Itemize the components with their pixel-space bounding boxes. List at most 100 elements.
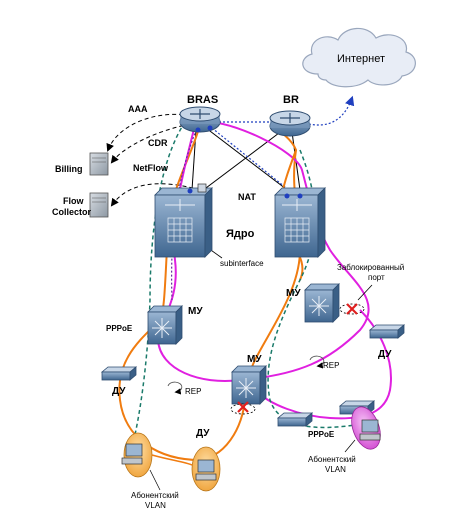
flow-collector-label-1: Flow [63,196,84,206]
blocked-port-pointer [357,284,373,301]
rep-loop-icon [309,355,325,369]
du-left-body [101,371,131,381]
du-br-body [277,417,307,427]
mu-right-side [332,283,340,323]
mu-left-side [175,305,183,345]
mu-right-star [309,296,329,316]
pc-left-base [121,457,143,465]
du-switch-left[interactable]: ДУ [100,366,138,397]
cloud-icon [302,27,416,88]
br-arrows-icon [280,113,300,123]
core-right-grid [284,217,310,243]
flow-server-stripes [92,197,106,203]
port-dot [284,193,290,199]
du-left-label: ДУ [112,386,126,397]
pppoe-teal-left [129,121,186,456]
netflow-link [110,183,201,207]
nat-box-icon [197,183,207,193]
vlan-right-label-2: VLAN [325,465,346,474]
mu-right-label: МУ [286,288,301,299]
vlan-right-label-1: Абонентский [308,455,356,464]
du-switch-right[interactable]: ДУ [368,324,406,360]
rep-right-label: REP [323,361,339,370]
br-label: BR [283,94,299,106]
port-dot [297,193,303,199]
bras-router[interactable]: BRAS [179,94,221,133]
du-bottom-label: ДУ [196,428,210,439]
du-switch-bottom-right[interactable] [276,412,314,427]
vlan-left-label-2: VLAN [145,501,166,510]
du-switch-far-right[interactable] [338,400,376,415]
pc-icon[interactable] [359,419,381,441]
core-left-side [204,187,213,258]
core-right-side [317,187,326,258]
mu-bottom-label: МУ [247,354,262,365]
internet-label: Интернет [337,53,385,65]
pc-right-base [359,433,381,441]
core-left-arrows [165,199,195,211]
pppoe-left-label: PPPoE [106,324,133,333]
cdr-label: CDR [148,138,168,148]
br-internet-link [304,95,355,126]
mu-switch-bottom[interactable]: МУ [231,354,267,405]
pc-bottom-base [195,473,217,481]
flow-collector-label-2: Collector [52,207,92,217]
pc-icon[interactable] [121,443,143,465]
vlan-left-label-1: Абонентский [131,491,179,500]
purple-dotted-link [171,125,199,301]
rep-left: REP [167,381,201,396]
subinterface-label: subinterface [220,259,264,268]
pc-right-screen [361,419,379,433]
blocked-x-icon [237,401,249,413]
pc-icon[interactable] [195,459,217,481]
blocked-port-ellipse [339,303,365,315]
mu-bottom-star [236,378,256,398]
port-dots [187,125,303,199]
aaa-label: AAA [128,104,148,114]
vlan-left-connector [151,454,193,466]
rep-right: REP [309,355,339,370]
mu-switch-right[interactable]: МУ [286,283,340,323]
du-right-side [397,324,405,339]
mu-bottom-side [259,365,267,405]
mu-switch-left[interactable]: МУ [147,305,203,345]
billing-label: Billing [55,164,83,174]
du-right-label: ДУ [378,349,392,360]
pc-left-screen [125,443,143,457]
port-dot [207,125,213,131]
du-br-side [305,412,313,427]
core-left-grid [167,217,193,243]
cdr-link [110,123,191,164]
blocked-port-ellipse [230,403,256,415]
port-dot [187,188,193,194]
core-right-arrows [282,199,312,211]
blocked-port-right [339,303,365,315]
server-icon [89,192,109,218]
internet-cloud: Интернет [302,27,416,88]
flow-collector-server[interactable]: Flow Collector [52,192,109,218]
orange-ring [118,124,302,462]
vlan-right-pointer [344,439,356,453]
netflow-label: NetFlow [133,163,169,173]
blocked-x-icon [346,303,358,315]
port-dot [195,127,201,133]
server-icon [89,152,109,176]
core-switch-left[interactable] [154,187,213,258]
blocked-port-bottom [230,401,256,415]
subscriber-vlan-left: Абонентский VLAN [121,432,221,510]
br-router[interactable]: BR [269,94,311,137]
rep-left-label: REP [185,387,201,396]
billing-server[interactable]: Billing [55,152,109,176]
nat-marker: NAT [197,183,256,202]
nat-label: NAT [238,192,256,202]
du-right-body [369,329,399,339]
core-switch-right[interactable] [274,187,326,258]
magenta-ring [156,120,370,382]
core-label: Ядро [226,228,255,240]
blocked-port-label-1: Заблокированный [337,263,404,272]
pc-bottom-screen [197,459,215,473]
bras-core-right-link [205,127,291,193]
subscriber-vlan-right: Абонентский VLAN [308,406,381,474]
rep-loop-icon [167,381,183,395]
